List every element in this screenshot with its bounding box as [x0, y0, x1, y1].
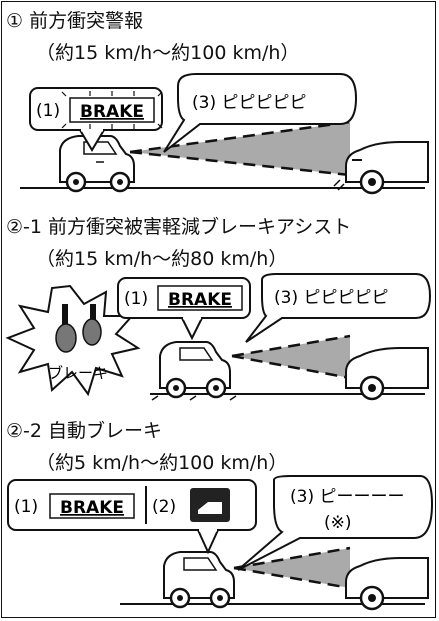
brake-indicator	[49, 493, 135, 519]
section1-scene: (1) BRAKE (3) ピピピピピ	[20, 73, 429, 195]
radar-beam	[130, 122, 350, 175]
sound-bubble	[245, 273, 432, 343]
flash-lines	[61, 91, 163, 129]
section2-scene: ブレーキ (1) BRAKE (3) ピピピピピ	[5, 273, 432, 401]
section1-speed: （約15 km/h〜約100 km/h）	[36, 42, 300, 64]
section1-label1: (1)	[36, 101, 60, 121]
section1-brake: BRAKE	[80, 102, 144, 122]
brake-indicator	[69, 97, 155, 123]
radar-beam	[232, 336, 350, 378]
sound-bubble	[163, 73, 358, 153]
section2-pedal-label: ブレーキ	[48, 364, 108, 382]
section1-title: ① 前方衝突警報	[6, 10, 144, 32]
front-car-icon	[345, 347, 429, 401]
brake-indicator	[157, 285, 243, 311]
brake-pedal-icon	[55, 304, 102, 353]
section3-scene: (1) BRAKE (2) (3) ピーーーー (※)	[7, 475, 434, 611]
beam-edge-bottom	[231, 354, 351, 380]
own-car-icon	[163, 551, 235, 609]
own-car-icon	[59, 135, 135, 193]
section3-bubble-line1: (3) ピーーーー	[290, 487, 404, 507]
section3-title: ②-2 自動ブレーキ	[6, 420, 163, 442]
section2-bubble: (3) ピピピピピ	[274, 288, 388, 308]
beam-edge-bottom	[233, 566, 351, 590]
front-car-icon	[333, 141, 429, 195]
section3-label1: (1)	[14, 497, 38, 517]
section3-speed: （約5 km/h〜約100 km/h）	[36, 452, 288, 474]
own-car-icon	[151, 341, 237, 401]
section3-label2: (2)	[152, 497, 176, 517]
beam-edge-top	[231, 334, 351, 358]
section3-bubble-line2: (※)	[324, 513, 352, 533]
section2-speed: （約15 km/h〜約80 km/h）	[36, 248, 288, 270]
sound-bubble	[237, 475, 434, 571]
beam-edge-top	[233, 546, 351, 570]
section2-brake: BRAKE	[168, 290, 232, 310]
radar-beam	[234, 548, 350, 588]
front-car-icon	[345, 557, 429, 611]
section3-brake: BRAKE	[60, 498, 124, 518]
section1-bubble: (3) ピピピピピ	[192, 93, 306, 113]
section2-title: ②-1 前方衝突被害軽減ブレーキアシスト	[6, 216, 352, 238]
section2-label1: (1)	[124, 289, 148, 309]
